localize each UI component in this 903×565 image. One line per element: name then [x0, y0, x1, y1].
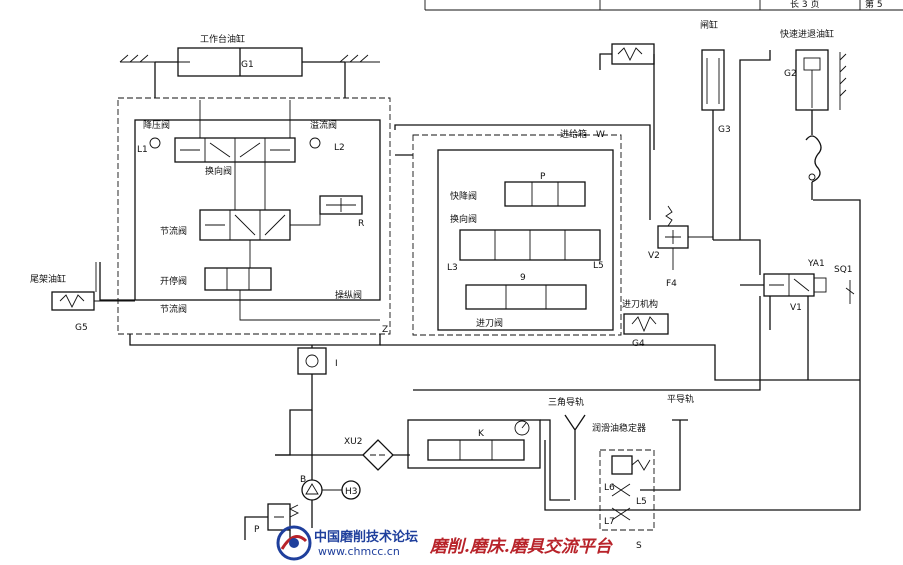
l5-label: L5: [593, 261, 604, 271]
gate-label: 闸缸: [700, 19, 718, 31]
relief-valve-p: P: [244, 503, 300, 540]
r-label: R: [358, 219, 364, 229]
tailstock-cylinder-g5: 尾架油缸 G5: [30, 262, 135, 333]
throttle-label: 节流阀: [160, 225, 187, 237]
feed-cylinder-label: 进刀机构: [622, 298, 658, 310]
fast-cylinder-label: 快速进退油缸: [780, 28, 834, 40]
vee-rail-label: 三角导轨: [548, 396, 584, 408]
gate-cylinder-g3: 闸缸 G3: [700, 19, 731, 240]
p-bottom-label: P: [254, 525, 260, 535]
title-block: 长 3 页 第 5: [424, 0, 903, 11]
watermark-slogan: 磨削.磨床.磨具交流平台: [430, 537, 612, 557]
l7-label: L7: [604, 517, 615, 527]
f4-label: F4: [666, 279, 677, 289]
g5-label: G5: [75, 323, 88, 333]
control-valve-frame: 降压阀 L1 溢流阀 L2 换向阀 节流阀 R 开停阀 节流阀 操纵阀 Z: [117, 97, 391, 335]
dir-valve-label: 换向阀: [205, 165, 232, 177]
watermark-url[interactable]: www.chmcc.cn: [318, 545, 400, 558]
table-cylinder-label: 工作台油缸: [200, 33, 245, 45]
feed-box: 进给箱 W P 快降阀 换向阀 L3 L5 9 进刀阀: [412, 128, 622, 336]
throttle-valve-label: 节流阀: [160, 303, 187, 315]
control-valve-label: 操纵阀: [335, 289, 362, 301]
xu2-label: XU2: [344, 437, 362, 447]
l3-label: L3: [447, 263, 458, 273]
filter-i: I: [297, 347, 338, 375]
sheet-count: 长 3 页: [790, 0, 819, 10]
pump-b: B H3: [300, 475, 361, 528]
v2-label: V2: [648, 251, 660, 261]
l1-valve-label: 降压阀: [143, 119, 170, 131]
h3-label: H3: [345, 487, 358, 497]
fast-valve-label: 快降阀: [450, 190, 477, 202]
l2-valve-label: 溢流阀: [310, 119, 337, 131]
sheet-number: 第 5: [865, 0, 883, 10]
g4-label: G4: [632, 339, 645, 349]
g5-cylinder-label: 尾架油缸: [30, 273, 66, 285]
lube-stabilizer: 三角导轨 平导轨 润滑油稳定器 L6 L7 L5 S: [548, 393, 694, 551]
p-label: P: [540, 172, 546, 182]
i-label: I: [335, 359, 338, 369]
w-label: W: [596, 130, 605, 140]
l6-label: L6: [604, 483, 615, 493]
watermark-forum-name: 中国磨削技术论坛: [314, 530, 419, 545]
l5-bottom-label: L5: [636, 497, 647, 507]
z-label: Z: [382, 325, 388, 335]
valve-v2-f4: V2 F4: [648, 205, 713, 289]
start-stop-label: 开停阀: [160, 275, 187, 287]
flat-rail-label: 平导轨: [667, 393, 694, 405]
b-label: B: [300, 475, 306, 485]
ya1-label: YA1: [807, 259, 825, 269]
fast-cylinder-g2: 快速进退油缸 G2: [780, 28, 847, 200]
valve-k: K: [407, 419, 541, 469]
g1-label: G1: [241, 60, 254, 70]
spring-cylinder-top: [599, 43, 655, 150]
rev-valve-label: 换向阀: [450, 213, 477, 225]
lube-label: 润滑油稳定器: [592, 422, 646, 434]
sq1-label: SQ1: [834, 265, 853, 275]
feed-box-label: 进给箱: [560, 128, 587, 140]
nine-label: 9: [520, 273, 526, 283]
forum-logo: [276, 525, 312, 561]
feed-cylinder-g4: 进刀机构 G4: [622, 298, 669, 349]
s-label: S: [636, 541, 642, 551]
l1-label: L1: [137, 145, 148, 155]
k-label: K: [478, 429, 485, 439]
table-cylinder-g1: 工作台油缸 G1: [119, 33, 380, 98]
g3-label: G3: [718, 125, 731, 135]
solenoid-valve-v1: YA1 SQ1 V1: [740, 259, 855, 380]
l2-label: L2: [334, 143, 345, 153]
v1-label: V1: [790, 303, 802, 313]
filter-xu2: XU2: [344, 437, 394, 471]
g2-label: G2: [784, 69, 797, 79]
feed-valve-label: 进刀阀: [476, 318, 503, 329]
